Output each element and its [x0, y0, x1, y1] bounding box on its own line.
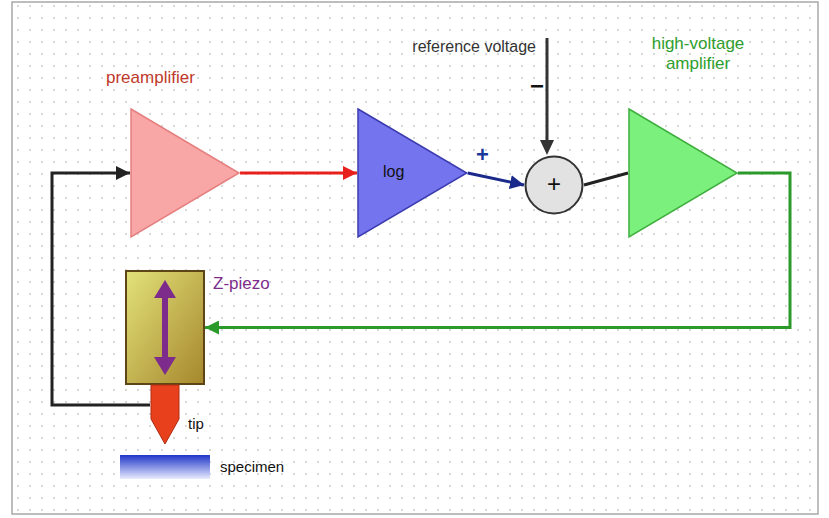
specimen-outline [120, 455, 210, 479]
amplifier-triangle [131, 109, 239, 237]
signal-wire [205, 173, 790, 328]
high-voltage-amplifier-triangle-outline [628, 108, 738, 238]
log-amplifier-triangle: log [357, 108, 468, 238]
node-label: + [524, 155, 584, 215]
node-label: high-voltage amplifier [632, 34, 764, 73]
signal-wire [468, 173, 524, 185]
reference-arrowhead [540, 140, 554, 155]
signal-wire [240, 172, 357, 175]
motion-arrow-head [154, 280, 176, 298]
z-piezo-box: Z-piezo [125, 270, 205, 385]
specimen-band [120, 455, 210, 479]
node-label: Z-piezo [213, 274, 270, 294]
motion-arrow-shaft [162, 294, 168, 361]
node-label: specimen [220, 458, 284, 475]
signal-wire [584, 173, 628, 185]
motion-arrow-head [154, 357, 176, 375]
plus-sign: + [476, 142, 489, 167]
tip-outline [150, 385, 180, 445]
z-piezo-box-outline [125, 270, 205, 385]
tip: tip [150, 385, 180, 445]
reference-voltage-label: reference voltage [412, 38, 536, 56]
amplifier-triangle [358, 109, 467, 237]
node-label: log [383, 163, 404, 181]
tip-shape [151, 385, 179, 444]
node-label: tip [188, 415, 204, 432]
piezo-body [126, 271, 204, 384]
minus-sign: − [530, 72, 544, 100]
preamplifier-triangle-outline [130, 108, 240, 238]
frame [12, 2, 818, 514]
specimen: specimen [120, 455, 210, 479]
preamplifier-triangle: preamplifier [130, 108, 240, 238]
reference-input-line [546, 38, 549, 142]
amplifier-triangle [629, 109, 737, 237]
high-voltage-amplifier-triangle: high-voltage amplifier [628, 108, 738, 238]
summing-junction: + [524, 155, 584, 215]
log-amplifier-triangle-outline [357, 108, 468, 238]
node-label: preamplifier [106, 68, 195, 88]
